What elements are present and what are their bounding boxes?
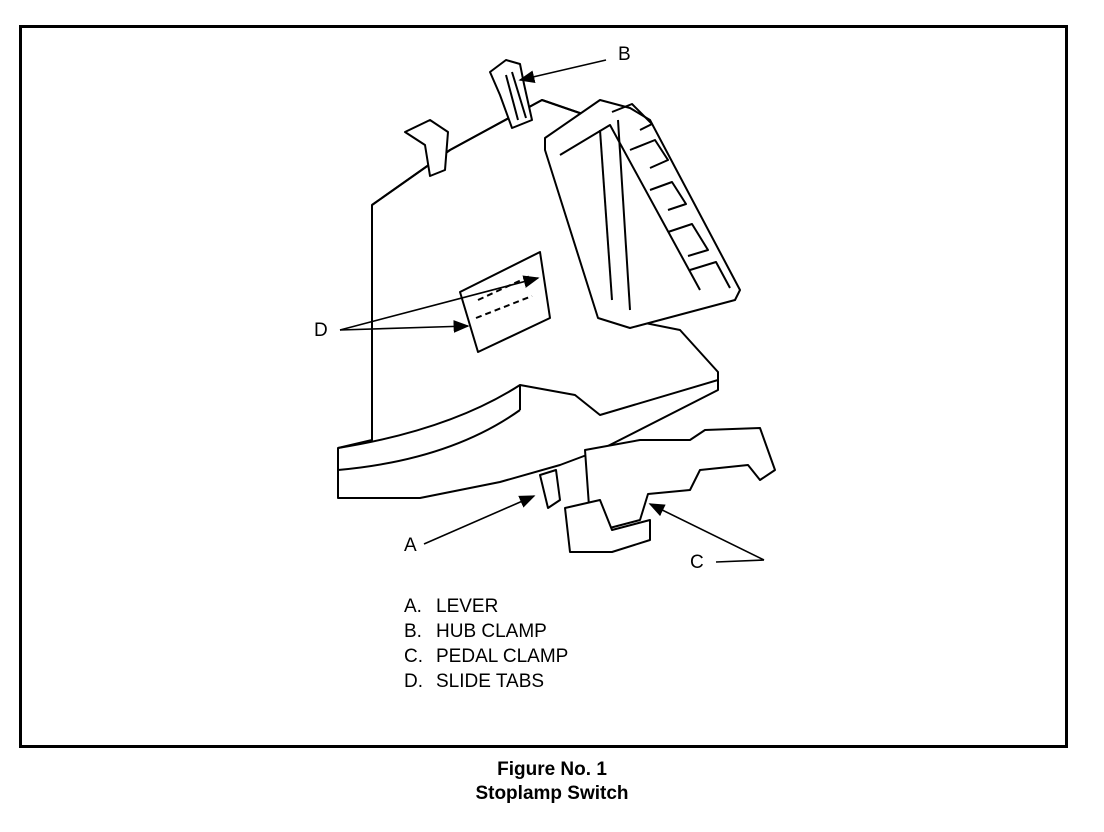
figure-frame <box>19 25 1068 748</box>
legend: A. LEVER B. HUB CLAMP C. PEDAL CLAMP D. SLID… <box>404 594 568 694</box>
legend-item: A. LEVER <box>404 594 568 619</box>
lever <box>539 469 561 509</box>
figure-caption: Figure No. 1 Stoplamp Switch <box>0 758 1104 806</box>
figure-title: Stoplamp Switch <box>475 783 629 804</box>
leader-d-1 <box>339 275 540 331</box>
legend-key: B. <box>404 621 422 642</box>
leader-c-1 <box>648 503 765 561</box>
legend-text: PEDAL CLAMP <box>436 646 569 667</box>
callout-c: C <box>690 552 704 573</box>
leader-c-2 <box>715 559 765 563</box>
legend-item: D. SLIDE TABS <box>404 669 568 694</box>
legend-key: C. <box>404 646 423 667</box>
callout-b: B <box>618 44 631 65</box>
leader-d-2 <box>339 320 470 333</box>
pedal-clamp <box>584 427 776 531</box>
legend-text: LEVER <box>436 596 499 617</box>
figure-number: Figure No. 1 <box>497 759 607 780</box>
legend-key: A. <box>404 596 422 617</box>
leader-b <box>518 59 607 83</box>
legend-item: B. HUB CLAMP <box>404 619 568 644</box>
housing-top-face <box>371 99 601 206</box>
legend-text: SLIDE TABS <box>436 671 545 692</box>
callout-d: D <box>314 320 328 341</box>
terminal-teeth <box>611 103 731 289</box>
callout-a: A <box>404 535 417 556</box>
rear-tab <box>404 119 449 177</box>
legend-text: HUB CLAMP <box>436 621 547 642</box>
connector-block <box>544 99 741 329</box>
legend-key: D. <box>404 671 423 692</box>
leader-a <box>423 495 536 545</box>
legend-item: C. PEDAL CLAMP <box>404 644 568 669</box>
